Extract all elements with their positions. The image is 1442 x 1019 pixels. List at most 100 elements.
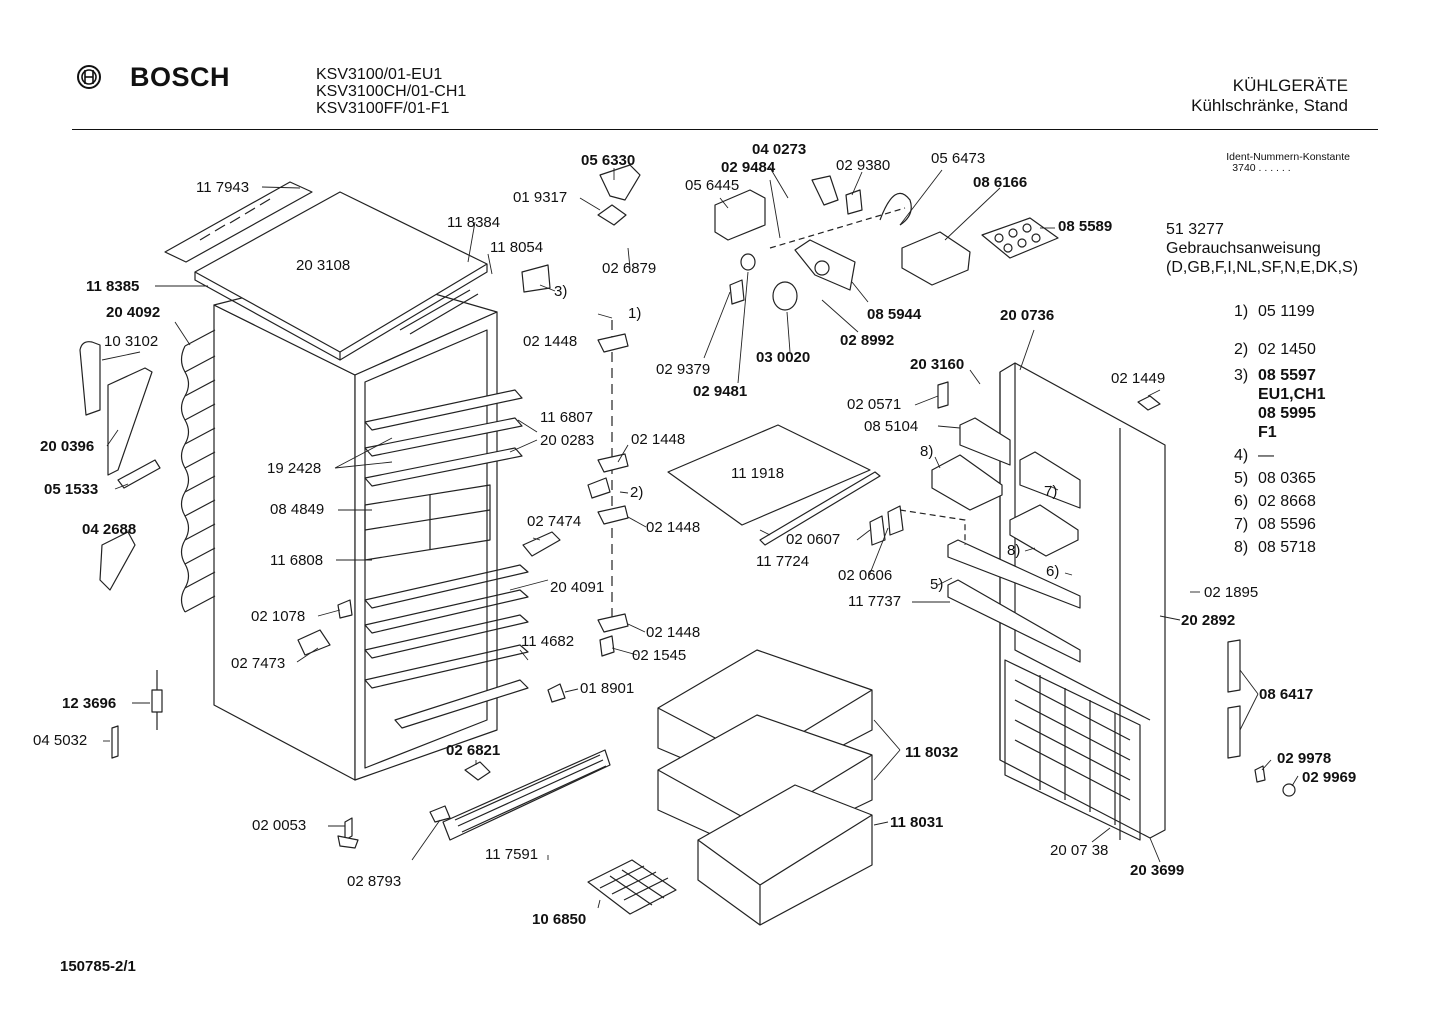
footnote: 1)05 1199 xyxy=(1234,303,1315,320)
part-label: 02 1448 xyxy=(646,519,701,536)
control-dashed-lead xyxy=(770,208,905,248)
part-label: 20 0396 xyxy=(40,438,95,455)
part-label: 11 4682 xyxy=(521,633,575,650)
part-label: 05 6445 xyxy=(685,177,740,194)
part-label: 02 9978 xyxy=(1277,750,1332,767)
part-label: 02 7473 xyxy=(231,655,286,672)
part-label: 03 0020 xyxy=(756,349,811,366)
bosch-logo-icon xyxy=(76,64,102,95)
crisper-lid xyxy=(365,485,490,560)
manual-block: 51 3277 Gebrauchsanweisung (D,GB,F,I,NL,… xyxy=(1166,220,1358,277)
footnote: 2)02 1450 xyxy=(1234,341,1316,358)
leader-lines xyxy=(102,166,1298,908)
part-label: 8) xyxy=(920,443,934,460)
model-list: KSV3100/01-EU1 KSV3100CH/01-CH1 KSV3100F… xyxy=(316,66,466,117)
part-label: 12 3696 xyxy=(62,695,117,712)
model-number: KSV3100/01-EU1 xyxy=(316,66,443,83)
part-label: 08 5944 xyxy=(867,306,922,323)
part-label: 7) xyxy=(1044,483,1058,500)
part-label: 11 8032 xyxy=(905,744,959,761)
top-cover xyxy=(195,192,487,360)
part-label: 04 0273 xyxy=(752,141,807,158)
part-label: 01 8901 xyxy=(580,680,635,697)
brand-name: BOSCH xyxy=(130,62,231,92)
part-label: 11 8054 xyxy=(490,239,544,256)
footnote-list: 1)05 1199 2)02 1450 3)08 5597 EU1,CH1 08… xyxy=(1234,302,1326,557)
glass-shelf xyxy=(668,425,880,545)
part-label: 20 0736 xyxy=(1000,307,1055,324)
part-label: 02 1895 xyxy=(1204,584,1259,601)
part-label: 02 1448 xyxy=(523,333,578,350)
part-label: 20 4092 xyxy=(106,304,161,321)
sensor-probe xyxy=(112,670,162,758)
part-label: 11 8031 xyxy=(890,814,944,831)
small-clip-parts xyxy=(100,265,948,848)
drain-tube xyxy=(80,342,160,488)
condenser-coil xyxy=(182,330,216,612)
footnote: F1 xyxy=(1258,424,1277,441)
wire-shelf xyxy=(365,390,528,728)
part-label: 02 9380 xyxy=(836,157,891,174)
footnote: 7)08 5596 xyxy=(1234,516,1316,533)
footnote: EU1,CH1 xyxy=(1258,386,1326,403)
bottom-grille xyxy=(443,750,610,840)
part-label: 02 7474 xyxy=(527,513,582,530)
footnote: 6)02 8668 xyxy=(1234,493,1316,510)
part-label: 02 9481 xyxy=(693,383,748,400)
part-label: 2) xyxy=(630,484,644,501)
part-label: 05 6330 xyxy=(581,152,636,169)
crisper-drawer xyxy=(658,650,872,925)
part-label: 02 1078 xyxy=(251,608,306,625)
part-label: 02 9379 xyxy=(656,361,711,378)
footnote: 4)— xyxy=(1234,447,1274,464)
footnote: 8)08 5718 xyxy=(1234,539,1316,556)
part-label: 20 3108 xyxy=(296,257,351,274)
part-label: 11 6807 xyxy=(540,409,594,426)
part-label: 08 5589 xyxy=(1058,218,1113,235)
part-label: 02 6821 xyxy=(446,742,501,759)
part-label: 08 5104 xyxy=(864,418,919,435)
part-label: 11 7943 xyxy=(196,179,250,196)
ice-tray xyxy=(588,860,676,914)
manual-languages: (D,GB,F,I,NL,SF,N,E,DK,S) xyxy=(1166,259,1359,276)
refrigerator-door xyxy=(1000,363,1165,840)
part-label: 08 6166 xyxy=(973,174,1028,191)
part-label: 11 8385 xyxy=(86,278,140,295)
part-label: 11 1918 xyxy=(731,465,785,482)
ident-label: Ident-Nummern-Konstante xyxy=(1226,151,1350,163)
category-subtitle: Kühlschränke, Stand xyxy=(1191,96,1348,115)
part-label: 20 3699 xyxy=(1130,862,1185,879)
front-trim xyxy=(165,182,312,262)
part-label: 20 2892 xyxy=(1181,612,1236,629)
ident-block: Ident-Nummern-Konstante 3740 . . . . . . xyxy=(1226,152,1350,174)
header-divider xyxy=(72,129,1378,130)
part-label: 02 9969 xyxy=(1302,769,1357,786)
part-label: 20 07 38 xyxy=(1050,842,1109,859)
part-label: 08 6417 xyxy=(1259,686,1314,703)
part-label: 11 7737 xyxy=(848,593,902,610)
part-label: 6) xyxy=(1046,563,1060,580)
footnote: 08 5995 xyxy=(1258,405,1316,422)
footnote: 3)08 5597 xyxy=(1234,367,1316,384)
part-label: 3) xyxy=(554,283,568,300)
part-label: 8) xyxy=(1007,542,1021,559)
part-label: 20 0283 xyxy=(540,432,595,449)
model-number: KSV3100CH/01-CH1 xyxy=(316,83,467,100)
part-label: 02 6879 xyxy=(602,260,657,277)
footnote: 5)08 0365 xyxy=(1234,470,1316,487)
part-label: 19 2428 xyxy=(267,460,322,477)
part-label: 02 1448 xyxy=(646,624,701,641)
part-label: 02 8793 xyxy=(347,873,402,890)
part-label: 02 0571 xyxy=(847,396,902,413)
part-label: 05 1533 xyxy=(44,481,99,498)
manual-title: Gebrauchsanweisung xyxy=(1166,240,1321,257)
part-label: 02 0607 xyxy=(786,531,841,548)
ident-value: 3740 . . . . . . xyxy=(1232,162,1291,174)
part-label: 01 9317 xyxy=(513,189,568,206)
part-label: 02 1448 xyxy=(631,431,686,448)
part-label: 11 6808 xyxy=(270,552,324,569)
part-label: 02 8992 xyxy=(840,332,895,349)
manual-number: 51 3277 xyxy=(1166,221,1224,238)
part-label: 05 6473 xyxy=(931,150,986,167)
part-label: 02 0606 xyxy=(838,567,893,584)
